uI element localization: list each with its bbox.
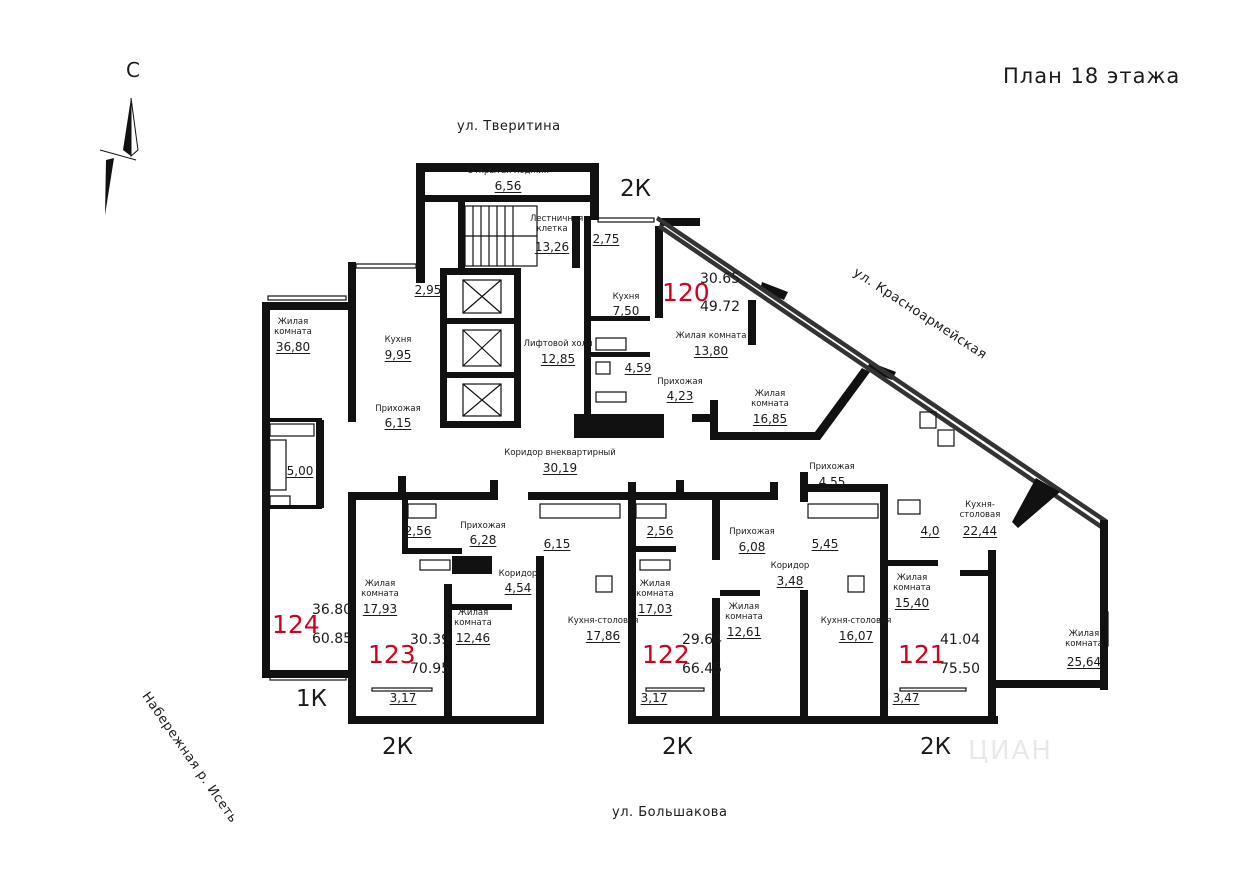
- room-type-bottom-left: 2К: [382, 734, 413, 760]
- room-area: 4,59: [624, 361, 652, 375]
- room-area: 2,56: [646, 524, 674, 538]
- apartment-living-area: 36.80: [312, 602, 353, 618]
- apartment-number: 124: [272, 610, 320, 639]
- room-name: Коридор внеквартирный: [504, 448, 616, 458]
- apartment-total-area: 70.95: [410, 661, 451, 677]
- apartment-total-area: 66.45: [682, 661, 723, 677]
- apartment-number: 121: [898, 640, 946, 669]
- room-area: 25,64: [1066, 655, 1102, 669]
- room-area: 4,55: [818, 475, 846, 489]
- room-name: Кухня-столовая: [820, 616, 892, 626]
- room-name: Прихожая: [460, 521, 506, 531]
- apartment-living-area: 29.64: [682, 632, 723, 648]
- room-area: 16,07: [838, 629, 874, 643]
- room-area: 12,85: [540, 352, 576, 366]
- room-name: Кухня: [612, 292, 640, 302]
- room-area: 13,26: [534, 240, 570, 254]
- room-name: Прихожая: [809, 462, 855, 472]
- room-name: Прихожая: [657, 377, 703, 387]
- room-area: 16,85: [752, 412, 788, 426]
- room-name: Жилая комната: [725, 602, 763, 622]
- fixtures: [267, 205, 1109, 692]
- north-arrow-icon: [99, 97, 139, 215]
- room-area: 15,40: [894, 596, 930, 610]
- room-area: 5,45: [811, 537, 839, 551]
- room-type-bottom-middle: 2К: [662, 734, 693, 760]
- room-name: Коридор: [498, 569, 538, 579]
- room-area: 5,00: [286, 464, 314, 478]
- room-name: Жилая комната: [454, 608, 492, 628]
- apartment-living-area: 41.04: [940, 632, 981, 648]
- room-area: 4,54: [504, 581, 532, 595]
- watermark-text: ЦИАН: [968, 736, 1053, 766]
- room-area: 17,03: [637, 602, 673, 616]
- room-name: Жилая комната: [361, 579, 399, 599]
- room-name: Жилая комната: [274, 317, 312, 337]
- room-area: 3,47: [892, 691, 920, 705]
- room-area: 12,61: [726, 625, 762, 639]
- room-type-top: 2К: [620, 176, 651, 202]
- walls: [262, 163, 1108, 724]
- room-area: 2,95: [414, 283, 442, 297]
- apartment-number: 122: [642, 640, 690, 669]
- room-name: Прихожая: [375, 404, 421, 414]
- room-area: 7,50: [612, 304, 640, 318]
- apartment-living-area: 30.65: [700, 271, 741, 287]
- plan-title: План 18 этажа: [1003, 64, 1181, 88]
- apartment-total-area: 60.85: [312, 631, 353, 647]
- room-area: 9,95: [384, 348, 412, 362]
- room-name: Жилая комната: [893, 573, 931, 593]
- north-label: С: [126, 58, 140, 82]
- room-name: Кухня: [384, 335, 412, 345]
- room-area: 3,17: [640, 691, 668, 705]
- room-name: Кухня-столовая: [959, 500, 1001, 520]
- room-name: Открытая лоджия: [467, 166, 549, 176]
- street-bottom: ул. Большакова: [612, 805, 728, 820]
- room-name: Прихожая: [729, 527, 775, 537]
- room-area: 4,23: [666, 389, 694, 403]
- room-area: 6,15: [543, 537, 571, 551]
- apartment-number: 123: [368, 640, 416, 669]
- room-name: Жилая комната: [751, 389, 789, 409]
- room-area: 6,56: [494, 179, 522, 193]
- apartment-total-area: 49.72: [700, 299, 741, 315]
- room-name: Лестничная клетка: [530, 214, 584, 234]
- room-area: 6,15: [384, 416, 412, 430]
- apartment-total-area: 75.50: [940, 661, 981, 677]
- room-area: 13,80: [693, 344, 729, 358]
- room-name: Жилая комната: [675, 331, 747, 341]
- room-area: 4,0: [920, 524, 940, 538]
- room-type-bottom-right: 2К: [920, 734, 951, 760]
- room-name: Лифтовой холл: [523, 339, 593, 349]
- room-area: 6,08: [738, 540, 766, 554]
- room-area: 30,19: [542, 461, 578, 475]
- room-area: 3,48: [776, 574, 804, 588]
- street-top: ул. Тверитина: [457, 119, 561, 134]
- room-area: 2,75: [592, 232, 620, 246]
- apartment-number: 120: [662, 278, 710, 307]
- room-area: 3,17: [389, 691, 417, 705]
- room-type-left: 1К: [296, 686, 327, 712]
- room-area: 22,44: [962, 524, 998, 538]
- room-area: 6,28: [469, 533, 497, 547]
- room-name: Жилая комната: [636, 579, 674, 599]
- room-area: 2,56: [404, 524, 432, 538]
- room-area: 17,86: [585, 629, 621, 643]
- apartment-living-area: 30.39: [410, 632, 451, 648]
- room-name: Коридор: [770, 561, 810, 571]
- room-name: Кухня-столовая: [567, 616, 639, 626]
- room-area: 36,80: [275, 340, 311, 354]
- room-area: 12,46: [455, 631, 491, 645]
- room-name: Жилая комната: [1065, 629, 1103, 649]
- room-area: 17,93: [362, 602, 398, 616]
